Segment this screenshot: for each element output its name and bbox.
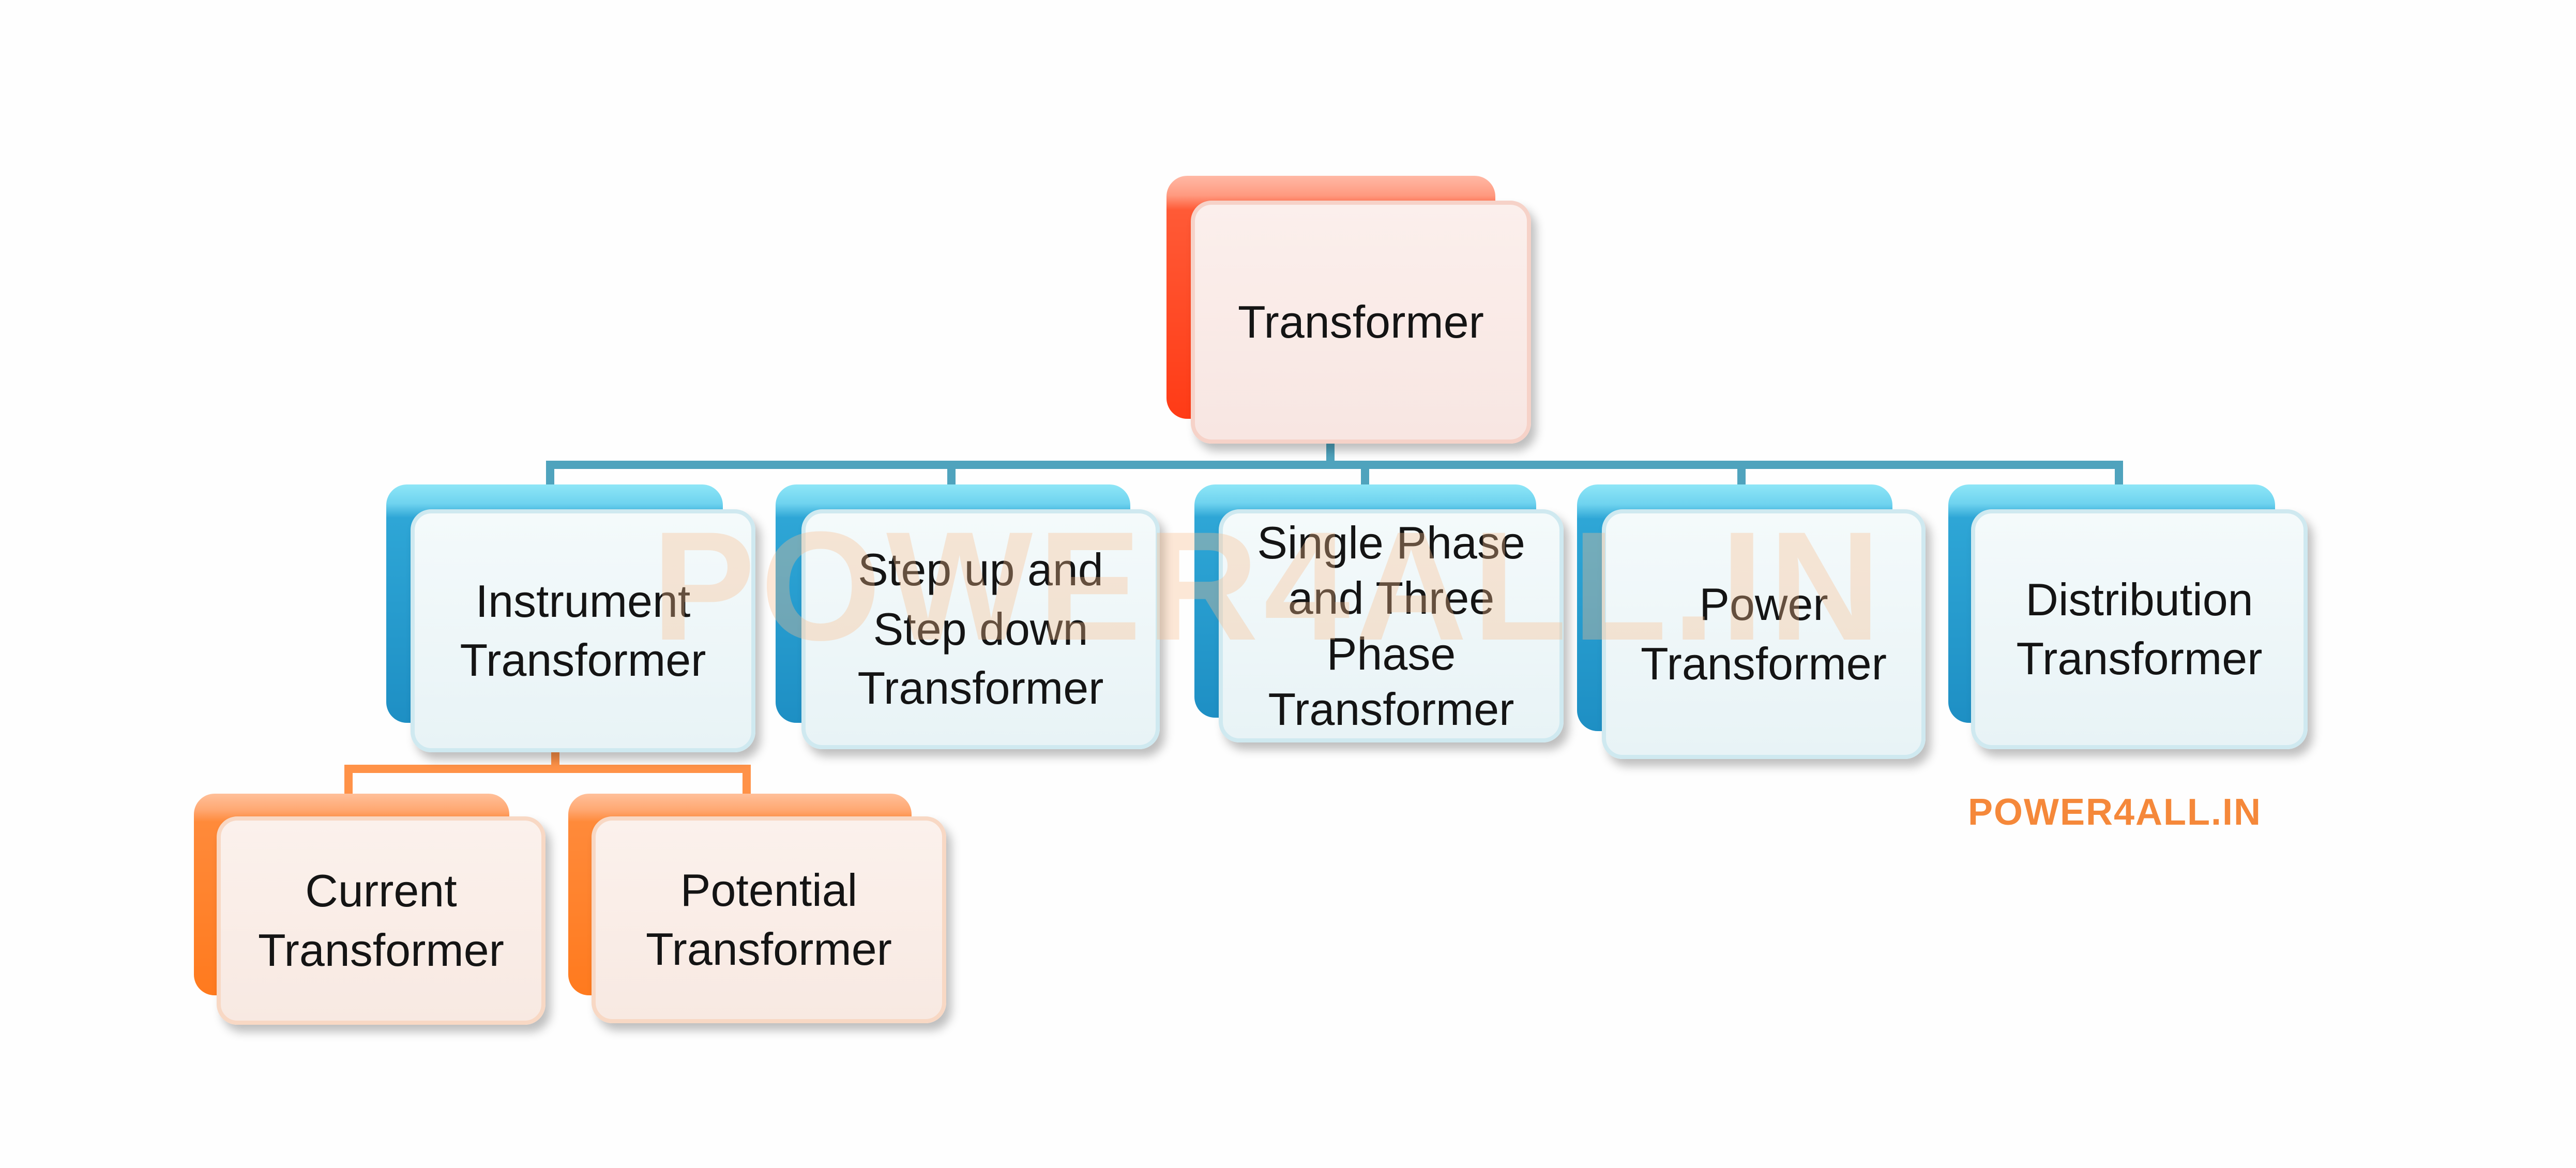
- node-instrument-transformer: Instrument Transformer: [411, 509, 755, 752]
- connector-instrument: [546, 461, 554, 487]
- connector-current: [344, 765, 353, 796]
- connector-stepup: [947, 461, 956, 487]
- node-power-transformer: Power Transformer: [1602, 509, 1926, 759]
- connector-distribution: [2115, 461, 2123, 487]
- connector-potential: [743, 765, 751, 796]
- node-step-up-step-down-transformer: Step up and Step down Transformer: [801, 509, 1160, 749]
- connector-power: [1737, 461, 1746, 487]
- connector-level2-bus: [546, 461, 2123, 469]
- brand-label: POWER4ALL.IN: [1968, 792, 2262, 833]
- node-potential-transformer: Potential Transformer: [592, 816, 946, 1023]
- root-node: Transformer: [1191, 201, 1531, 444]
- node-single-three-phase-transformer: Single Phase and Three Phase Transformer: [1219, 509, 1564, 742]
- node-distribution-transformer: Distribution Transformer: [1971, 509, 2308, 749]
- node-current-transformer: Current Transformer: [217, 816, 545, 1025]
- connector-singlephase: [1361, 461, 1369, 487]
- connector-level3-bus: [344, 765, 751, 773]
